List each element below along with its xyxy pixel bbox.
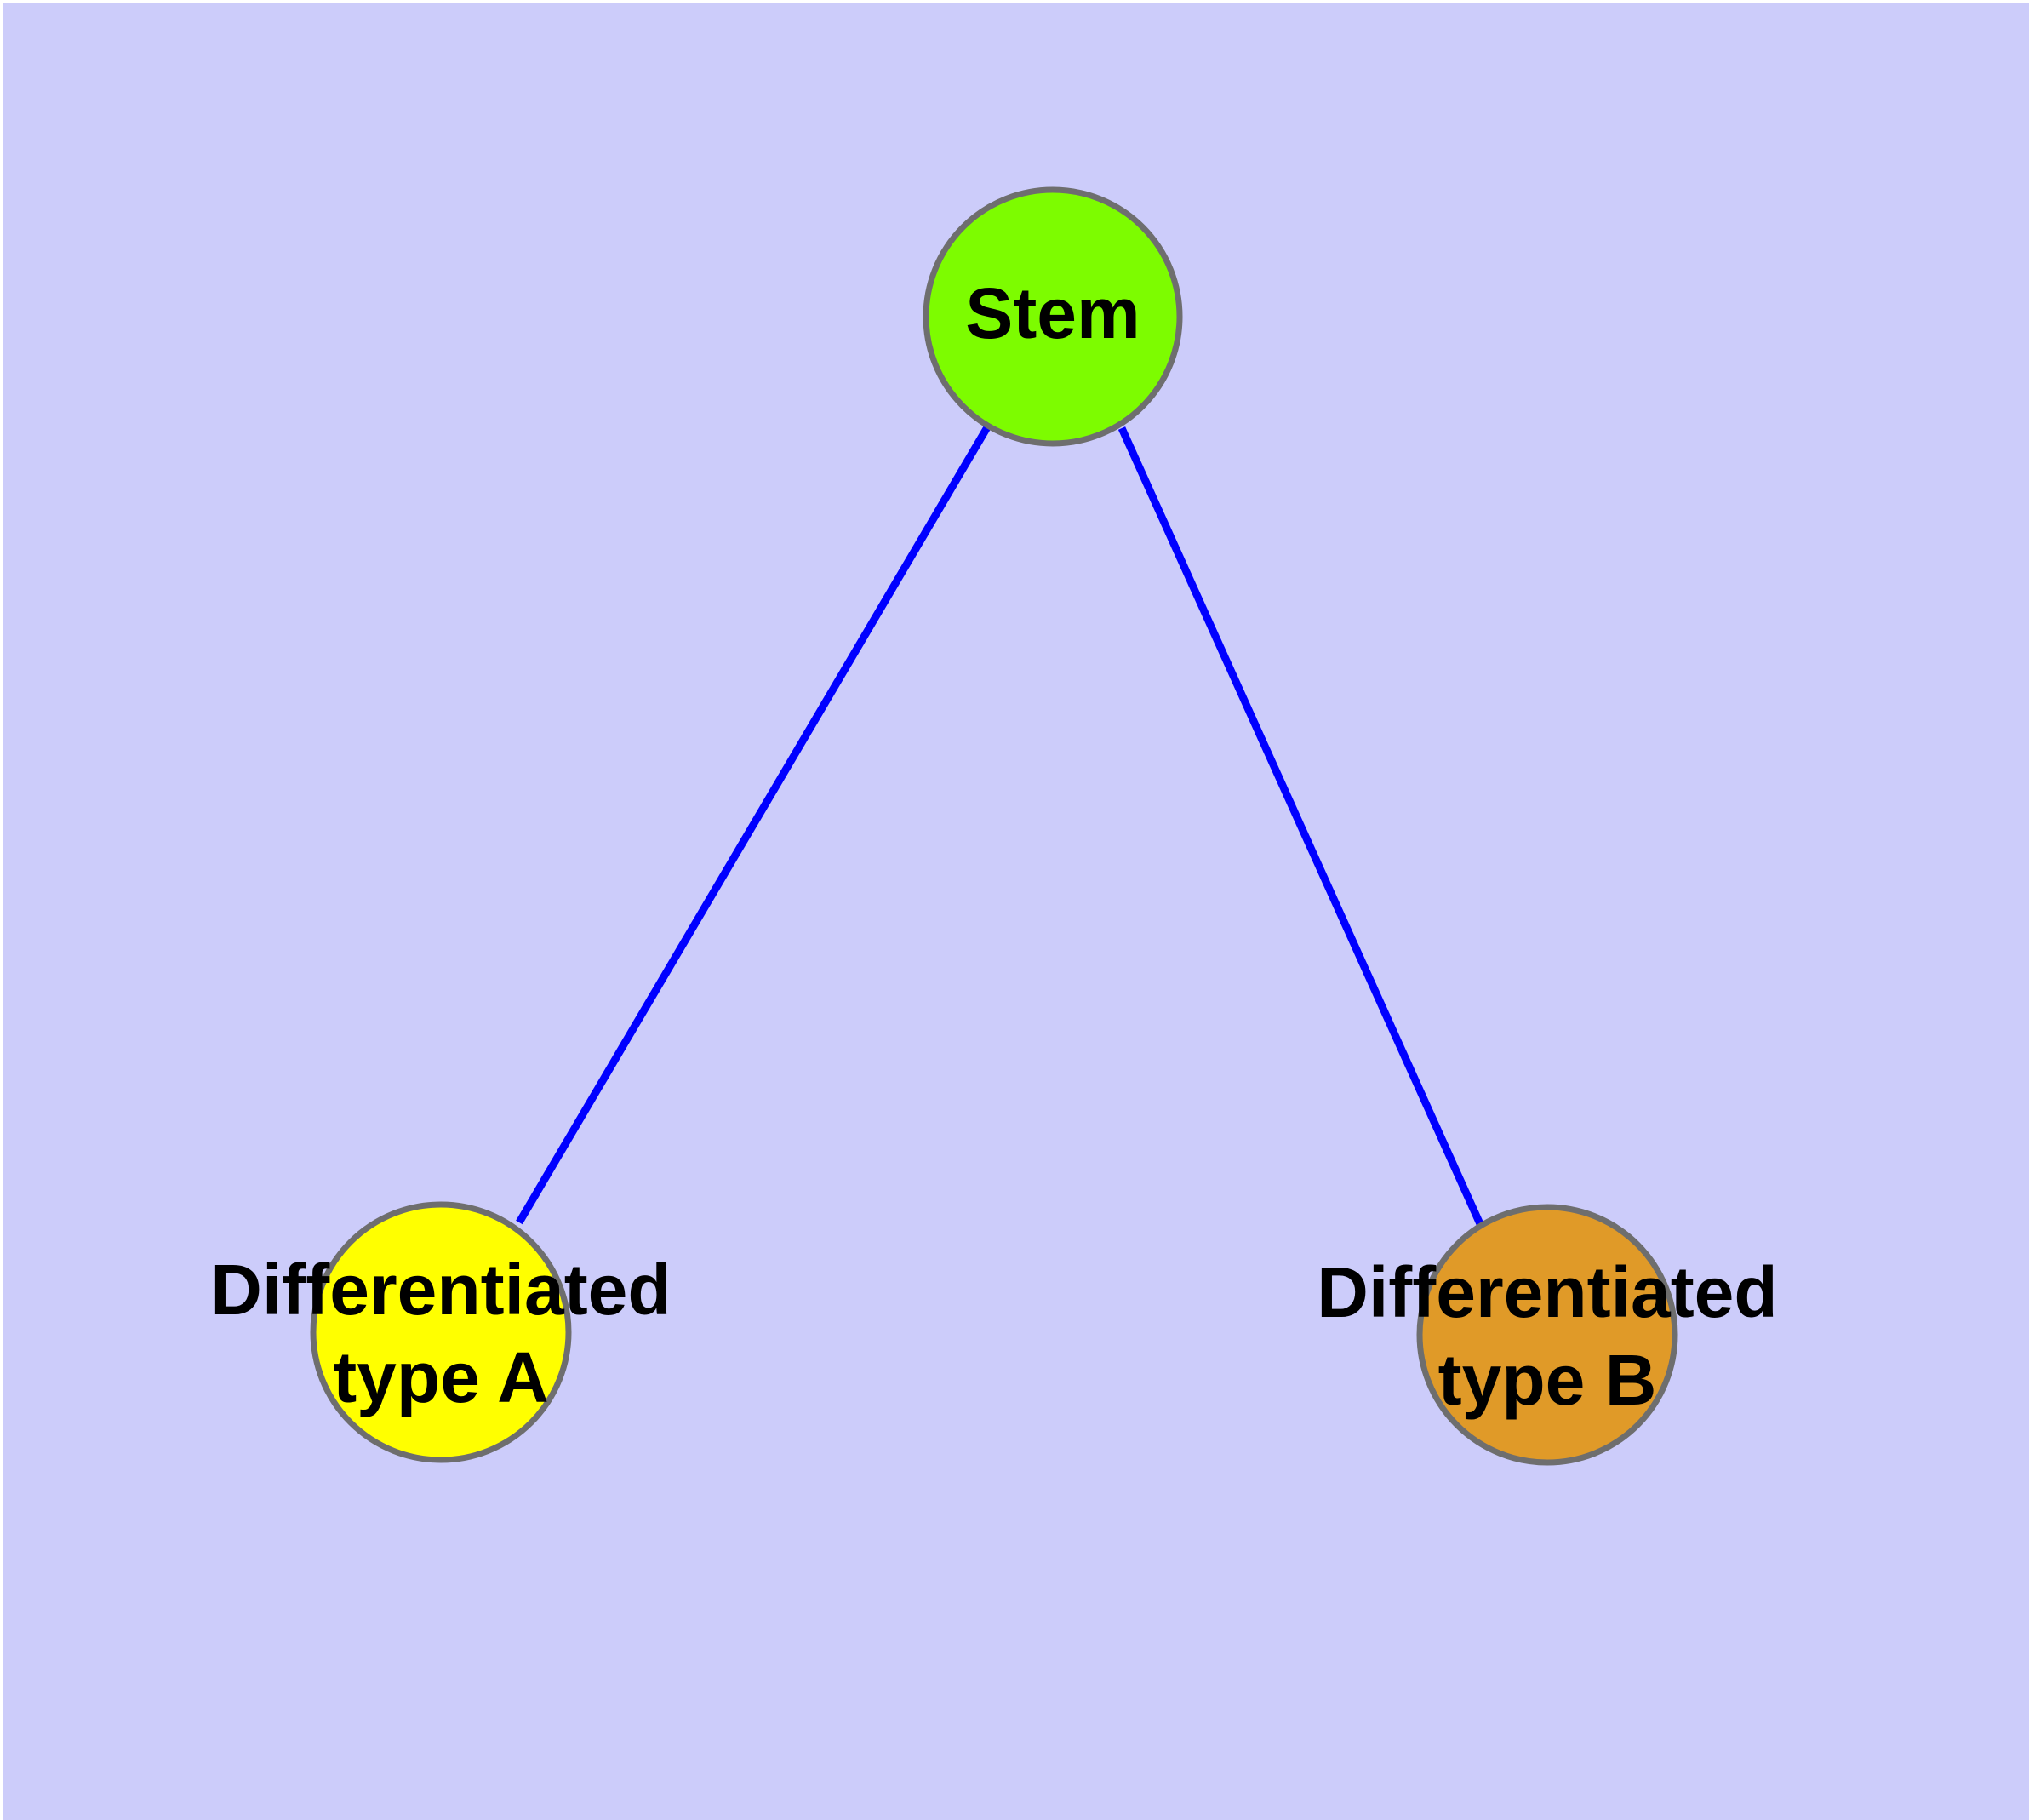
- node-group: Stem Differentiated type A Differentiate…: [210, 186, 1778, 1466]
- node-differentiated-type-a-label-line2: type A: [333, 1337, 549, 1417]
- node-stem[interactable]: Stem: [923, 186, 1183, 447]
- node-differentiated-type-a-circle[interactable]: [310, 1201, 572, 1463]
- node-differentiated-type-b[interactable]: Differentiated type B: [1317, 1204, 1778, 1466]
- edge-stem-to-differentiated-type-a[interactable]: [516, 425, 991, 1225]
- node-differentiated-type-a-label-line1: Differentiated: [210, 1250, 671, 1330]
- edge-group: [516, 425, 1485, 1228]
- node-stem-label: Stem: [965, 273, 1140, 353]
- edge-stem-to-differentiated-type-b[interactable]: [1117, 426, 1485, 1228]
- node-stem-circle[interactable]: [923, 186, 1183, 447]
- node-differentiated-type-b-circle[interactable]: [1416, 1204, 1678, 1466]
- node-differentiated-type-b-label-line2: type B: [1438, 1340, 1657, 1420]
- node-differentiated-type-a[interactable]: Differentiated type A: [210, 1201, 672, 1463]
- node-differentiated-type-b-label-line1: Differentiated: [1317, 1252, 1777, 1332]
